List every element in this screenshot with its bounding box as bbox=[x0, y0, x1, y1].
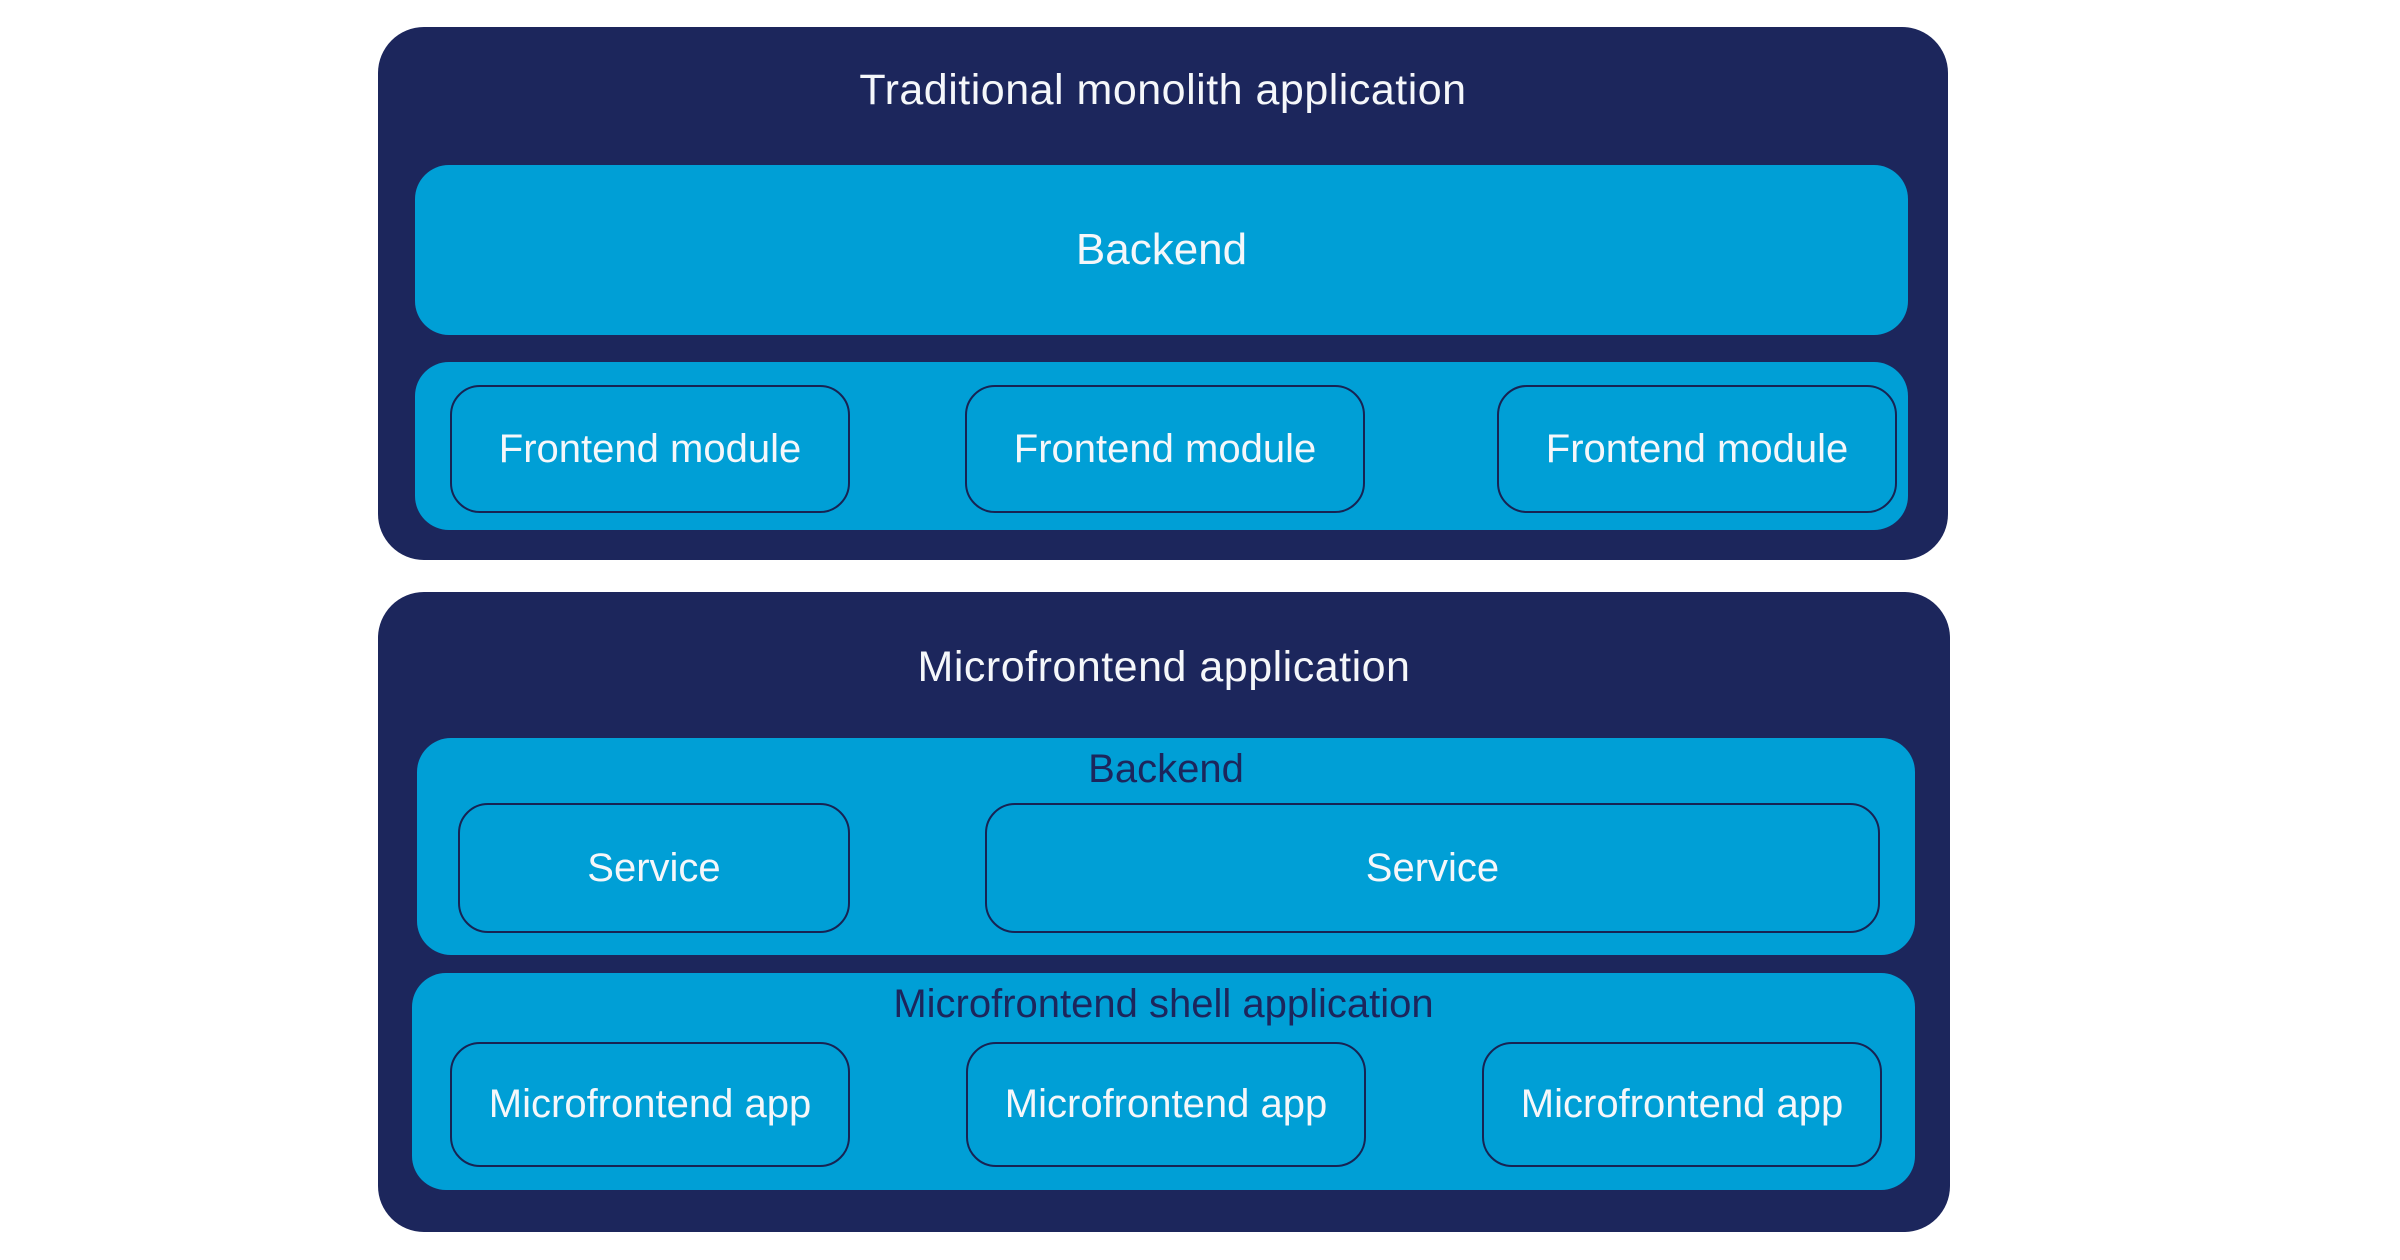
microfrontend-backend-label: Backend bbox=[1088, 747, 1244, 791]
microfrontend-app-label: Microfrontend app bbox=[1004, 1082, 1328, 1126]
microfrontend-app-label: Microfrontend app bbox=[488, 1082, 812, 1126]
frontend-module-label: Frontend module bbox=[1545, 426, 1849, 471]
service-label: Service bbox=[587, 845, 721, 890]
service-label: Service bbox=[1365, 845, 1500, 890]
monolith-frontend-container: Frontend module Frontend module Frontend… bbox=[415, 362, 1908, 530]
frontend-module-label: Frontend module bbox=[1013, 426, 1317, 471]
microfrontend-app-box: Microfrontend app bbox=[966, 1042, 1366, 1167]
frontend-module-box: Frontend module bbox=[965, 385, 1365, 513]
frontend-module-label: Frontend module bbox=[498, 426, 802, 471]
frontend-module-box: Frontend module bbox=[450, 385, 850, 513]
service-box: Service bbox=[985, 803, 1880, 933]
microfrontend-backend-container: Backend Service Service bbox=[417, 738, 1915, 955]
microfrontend-app-box: Microfrontend app bbox=[1482, 1042, 1882, 1167]
microfrontend-shell-label: Microfrontend shell application bbox=[893, 982, 1434, 1026]
microfrontend-app-label: Microfrontend app bbox=[1520, 1082, 1844, 1126]
microfrontend-app-box: Microfrontend app bbox=[450, 1042, 850, 1167]
monolith-application-container: Traditional monolith application Backend… bbox=[378, 27, 1948, 560]
microfrontend-title: Microfrontend application bbox=[917, 643, 1411, 691]
monolith-backend-block: Backend bbox=[415, 165, 1908, 335]
service-box: Service bbox=[458, 803, 850, 933]
monolith-title: Traditional monolith application bbox=[859, 66, 1467, 114]
monolith-backend-label: Backend bbox=[1075, 225, 1248, 274]
microfrontend-application-container: Microfrontend application Backend Servic… bbox=[378, 592, 1950, 1232]
microfrontend-shell-container: Microfrontend shell application Microfro… bbox=[412, 973, 1915, 1190]
frontend-module-box: Frontend module bbox=[1497, 385, 1897, 513]
